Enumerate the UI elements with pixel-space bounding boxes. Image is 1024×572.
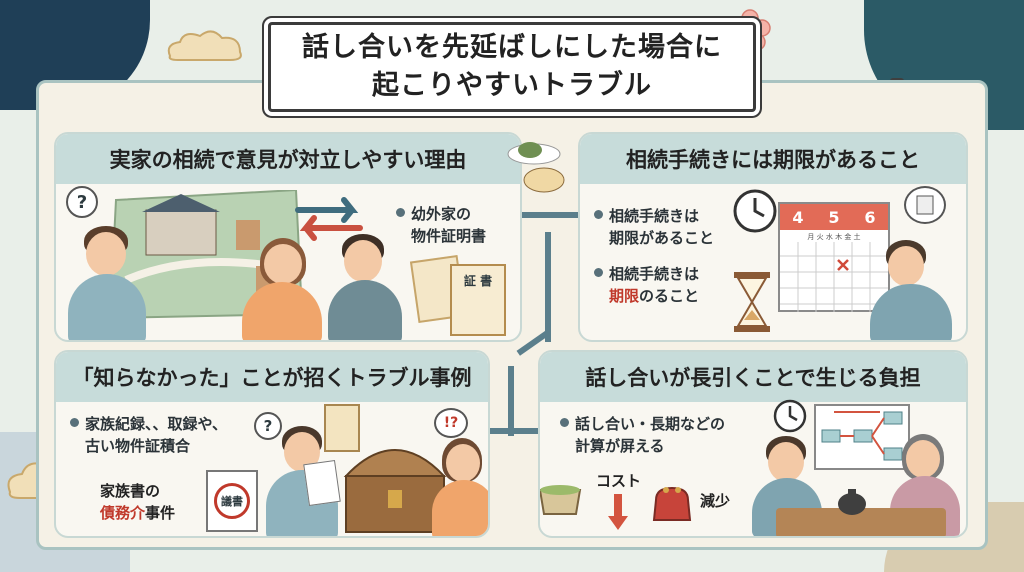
note-line: 家族書の (100, 482, 161, 500)
connector-line (508, 366, 514, 436)
calendar-day: 5 (828, 207, 840, 227)
panel-heading: 相続手続きには期限があること (580, 134, 966, 184)
bullet-item: 相続手続きは (594, 264, 699, 285)
panel-heading: 話し合いが長引くことで生じる負担 (540, 352, 966, 402)
bullet-dot (70, 418, 79, 427)
decrease-label: 減少 (700, 492, 731, 510)
panel-unknown-troubles: 「知らなかった」ことが招くトラブル事例 家族紀録、、取録や、 古い物件証積合 家… (54, 350, 490, 538)
note-line: 事件 (145, 504, 176, 522)
bullet-item: 幼外家の (396, 204, 471, 225)
bullet-text: 家族紀録、、取録や、 (85, 415, 228, 433)
clock-icon (773, 399, 807, 433)
bullet-item: 物件証明書 (411, 226, 486, 247)
bullet-text: 相続手続きは (609, 265, 700, 283)
person-woman-head (446, 444, 480, 482)
bullet-text: 話し合い・長期などの (575, 415, 726, 433)
bullet-dot (594, 268, 603, 277)
bullet-text: 古い物件証積合 (85, 437, 191, 455)
stamp-label: 議書 (221, 495, 243, 508)
connector-line (522, 212, 578, 218)
bullet-highlight: 期限 (609, 287, 640, 305)
bullet-item: 期限のること (609, 286, 699, 307)
connector-line (545, 232, 551, 342)
bullet-item: 相続手続きは (594, 206, 699, 227)
wallet-icon (652, 486, 692, 521)
bullet-item: 古い物件証積合 (85, 436, 190, 457)
panel-heading: 実家の相続で意見が対立しやすい理由 (56, 134, 520, 184)
question-bubble: ? (254, 412, 282, 440)
person-young-man-head (344, 240, 382, 282)
calendar-day: 4 (792, 207, 804, 227)
page-title-line-2: 起こりやすいトラブル (372, 70, 652, 101)
panel-heading: 「知らなかった」ことが招くトラブル事例 (56, 352, 488, 402)
paper-icon (303, 459, 341, 507)
person-man-head (768, 442, 804, 482)
clock-icon (733, 189, 777, 233)
title-box: 話し合いを先延ばしにした場合に 起こりやすいトラブル (268, 22, 756, 112)
certificate-label: 証 書 (463, 274, 493, 288)
person-woman-body (432, 480, 488, 536)
person-woman-head (264, 244, 302, 284)
document-bubble-icon (904, 186, 946, 224)
panel-prolonged-burden: 話し合いが長引くことで生じる負担 話し合い・長期などの 計算が屏える コスト 減… (538, 350, 968, 538)
flowchart-icon (814, 404, 910, 470)
exclamation-bubble: !? (434, 408, 468, 438)
page-title-line-1: 話し合いを先延ばしにした場合に (302, 32, 722, 63)
bullet-text: のること (639, 287, 700, 305)
certificate-icon: 証 書 (450, 264, 506, 336)
question-bubble: ? (66, 186, 98, 218)
calendar-day: 6 (864, 207, 876, 227)
cloud-icon (167, 30, 242, 61)
bullet-dot (594, 210, 603, 219)
bullet-item: 家族紀録、、取録や、 (70, 414, 227, 435)
hourglass-icon (734, 272, 770, 332)
calendar-weekdays: 月 火 水 木 金 土 (807, 233, 861, 241)
tea-cup-icon (540, 485, 582, 515)
bullet-text: 幼外家の (411, 205, 472, 223)
treasure-box-icon (343, 449, 447, 533)
bullet-dot (396, 208, 405, 217)
bullet-item: 期限があること (609, 228, 714, 249)
table (776, 508, 946, 536)
bullet-item: 計算が屏える (575, 436, 665, 457)
panel-deadline: 相続手続きには期限があること 相続手続きは 期限があること 相続手続きは 期限の… (578, 132, 968, 342)
person-worried-man-head (888, 246, 924, 286)
person-man-head (86, 232, 126, 276)
japanese-sweets-icon (507, 142, 565, 193)
panel-conflict-reasons: 実家の相続で意見が対立しやすい理由 ? 幼外家の 物件証明書 証 書 (54, 132, 522, 342)
teapot-icon (838, 489, 866, 515)
down-arrow-icon (608, 494, 628, 530)
person-woman-body (242, 282, 322, 340)
bullet-text: 相続手続きは (609, 207, 700, 225)
bullet-text: 物件証明書 (411, 227, 487, 245)
note-text: 債務介事件 (100, 502, 175, 523)
bullet-text: 期限があること (609, 229, 715, 247)
bullet-item: 話し合い・長期などの (560, 414, 725, 435)
note-highlight: 債務介 (100, 504, 146, 522)
connector-line (490, 428, 538, 434)
note-text: 家族書の (100, 480, 160, 501)
calendar-icon: 4 5 6 月 火 水 木 金 土 (778, 202, 890, 312)
stamped-document-icon: 議書 (206, 470, 258, 532)
bullet-dot (560, 418, 569, 427)
scroll-icon (324, 404, 360, 452)
person-woman-head (906, 440, 940, 478)
cost-label: コスト (596, 472, 642, 490)
person-young-man-body (328, 280, 402, 340)
bullet-text: 計算が屏える (575, 437, 665, 455)
person-worried-man-body (870, 284, 952, 340)
calendar-grid (780, 242, 888, 312)
person-man-body (68, 274, 146, 340)
exchange-arrows-icon (295, 197, 363, 241)
